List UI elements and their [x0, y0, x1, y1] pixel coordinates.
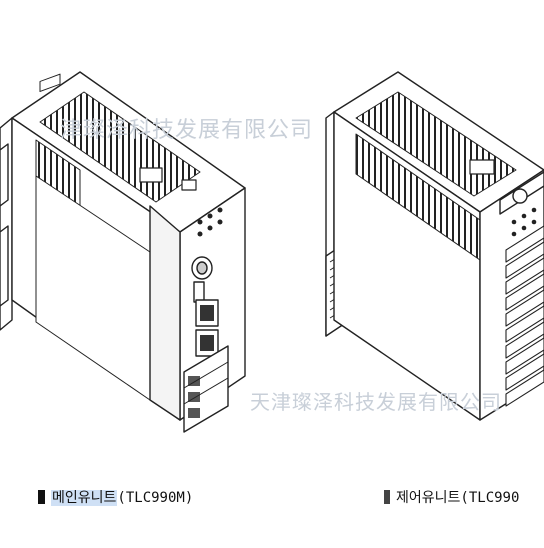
caption-main-unit-model: (TLC990M)	[117, 490, 194, 506]
caption-control-unit-name: 제어유니트	[396, 490, 461, 506]
control-unit-drawing	[325, 71, 544, 421]
watermark-top: 津璨泽科技发展有限公司	[60, 118, 314, 143]
bullet-marker	[38, 490, 45, 504]
bullet-marker	[384, 490, 390, 504]
caption-control-unit: 제어유니트(TLC990	[384, 487, 519, 507]
caption-main-unit: 메인유니트(TLC990M)	[38, 487, 193, 507]
watermark-bottom: 天津璨泽科技发展有限公司	[250, 390, 502, 414]
caption-control-unit-model: (TLC990	[460, 490, 520, 506]
caption-main-unit-name: 메인유니트	[51, 490, 118, 506]
main-unit-drawing	[0, 71, 246, 433]
